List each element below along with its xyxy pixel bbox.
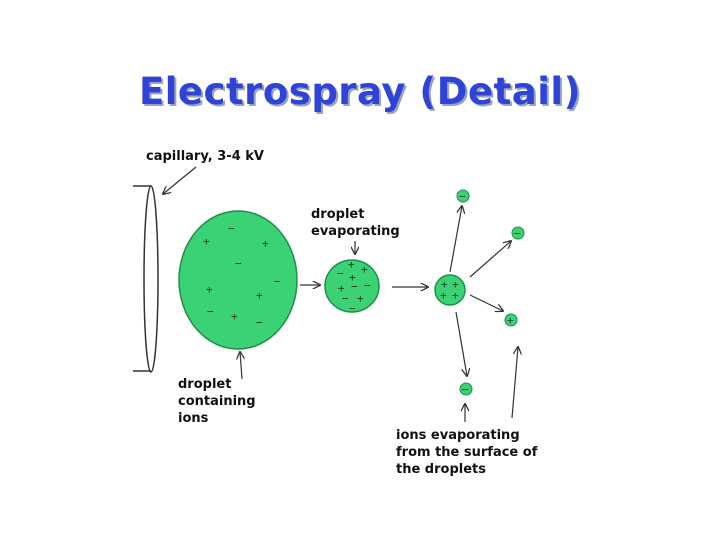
evaporating-droplet-charges: + − + + + − − − + − bbox=[337, 258, 371, 315]
charge-plus: + bbox=[348, 258, 355, 271]
charge-plus: + bbox=[361, 263, 368, 276]
charge-minus: − bbox=[228, 222, 235, 235]
ions-evaporating-label: ions evaporating from the surface of the… bbox=[396, 428, 538, 477]
charge-plus: + bbox=[452, 278, 459, 291]
charge-minus: − bbox=[207, 305, 214, 318]
charge-plus: + bbox=[441, 278, 448, 291]
ion-arrow-down bbox=[455, 311, 467, 376]
charge-plus: + bbox=[206, 283, 213, 296]
charge-minus: − bbox=[364, 279, 371, 292]
emitted-ion: + bbox=[504, 313, 518, 327]
capillary-label: capillary, 3-4 kV bbox=[146, 149, 264, 164]
ions-pointer-arrow bbox=[511, 347, 518, 419]
emitted-ion: − bbox=[459, 382, 473, 396]
svg-text:−: − bbox=[459, 190, 466, 203]
charge-plus: + bbox=[262, 237, 269, 250]
charge-plus: + bbox=[256, 289, 263, 302]
droplet-pointer-arrow bbox=[240, 352, 242, 380]
charge-plus: + bbox=[231, 310, 238, 323]
charge-minus: − bbox=[256, 316, 263, 329]
charge-minus: − bbox=[337, 267, 344, 280]
droplet-evaporating-label: droplet evaporating bbox=[311, 207, 400, 239]
charge-plus: + bbox=[338, 282, 345, 295]
small-droplet bbox=[434, 274, 466, 306]
emitted-ion: − bbox=[456, 189, 470, 203]
ion-arrow-upper-right bbox=[469, 241, 511, 278]
capillary bbox=[133, 185, 159, 373]
charge-minus: − bbox=[351, 280, 358, 293]
charge-plus: + bbox=[349, 271, 356, 284]
page-title: Electrospray (Detail) bbox=[138, 70, 582, 113]
charge-plus: + bbox=[357, 292, 364, 305]
evaporating-droplet bbox=[324, 259, 380, 313]
charge-minus: − bbox=[274, 275, 281, 288]
large-droplet-charges: + − + − − + + − + − bbox=[203, 222, 281, 329]
svg-text:−: − bbox=[462, 383, 469, 396]
charge-minus: − bbox=[235, 257, 242, 270]
charge-minus: − bbox=[342, 292, 349, 305]
svg-text:+: + bbox=[507, 314, 514, 327]
charge-plus: + bbox=[440, 289, 447, 302]
charge-minus: − bbox=[349, 302, 356, 315]
charge-plus: + bbox=[452, 289, 459, 302]
ion-arrow-up bbox=[449, 206, 462, 273]
small-droplet-charges: + + + + bbox=[440, 278, 459, 302]
droplet-containing-ions-label: droplet containing ions bbox=[178, 377, 256, 426]
ion-arrow-right bbox=[469, 294, 503, 311]
capillary-pointer-arrow bbox=[163, 166, 197, 194]
svg-text:−: − bbox=[514, 227, 521, 240]
large-droplet bbox=[178, 210, 298, 350]
emitted-ion: − bbox=[511, 226, 525, 240]
charge-plus: + bbox=[203, 235, 210, 248]
